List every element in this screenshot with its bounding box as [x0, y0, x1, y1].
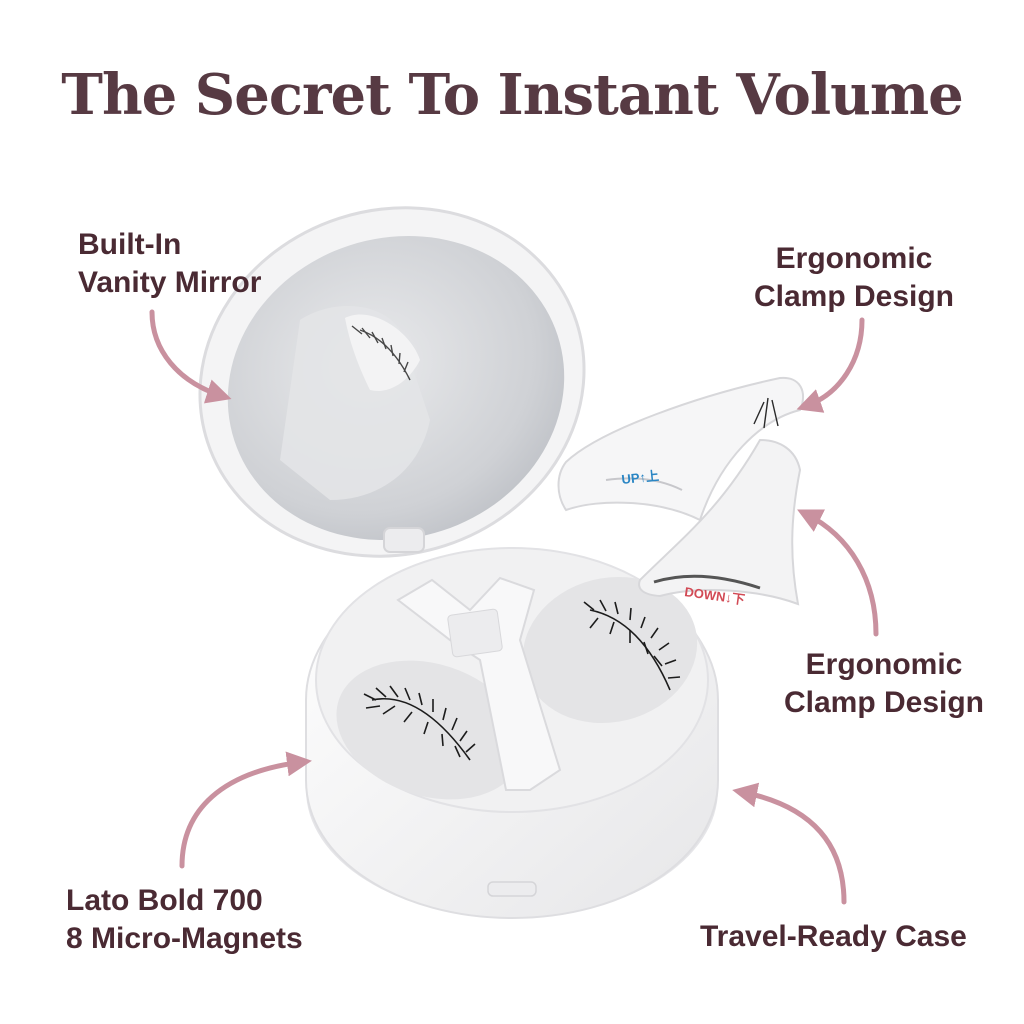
applicator-clamp: UP↑上 DOWN↓下: [557, 376, 805, 607]
callout-line: Vanity Mirror: [78, 266, 262, 299]
callout-line: Ergonomic: [805, 648, 963, 681]
callout-line: Lato Bold 700: [66, 884, 263, 917]
case-applicator-slot: [396, 576, 562, 791]
page-title: The Secret To Instant Volume: [61, 62, 963, 128]
arrow-clamp-top-icon: [796, 317, 865, 413]
arrow-clamp-bottom-icon: [797, 509, 879, 637]
callout-line: Ergonomic: [775, 242, 933, 275]
callout-line: 8 Micro-Magnets: [66, 922, 303, 955]
callout-vanity-mirror: Built-In Vanity Mirror: [78, 226, 261, 302]
arrow-travel-icon: [732, 782, 847, 905]
reflected-lash-icon: [351, 325, 411, 381]
lash-icon: [363, 685, 476, 761]
callout-micro-magnets: Lato Bold 700 8 Micro-Magnets: [66, 882, 303, 958]
arrow-mirror-icon: [149, 309, 232, 404]
applicator-lash-icon: [753, 397, 779, 429]
callout-line: Clamp Design: [783, 686, 985, 719]
mirror-lid: [198, 206, 586, 558]
lash-icon: [583, 599, 681, 691]
up-label: UP↑上: [621, 468, 660, 487]
callout-travel-case: Travel-Ready Case: [700, 918, 967, 956]
callout-line: Built-In: [78, 228, 182, 261]
callout-line: Travel-Ready Case: [700, 920, 967, 953]
callout-line: Clamp Design: [753, 280, 955, 313]
callout-clamp-design-bottom: Ergonomic Clamp Design: [764, 646, 1004, 722]
callout-clamp-design-top: Ergonomic Clamp Design: [744, 240, 964, 316]
arrow-magnets-icon: [179, 751, 312, 869]
case-base: [305, 547, 719, 920]
